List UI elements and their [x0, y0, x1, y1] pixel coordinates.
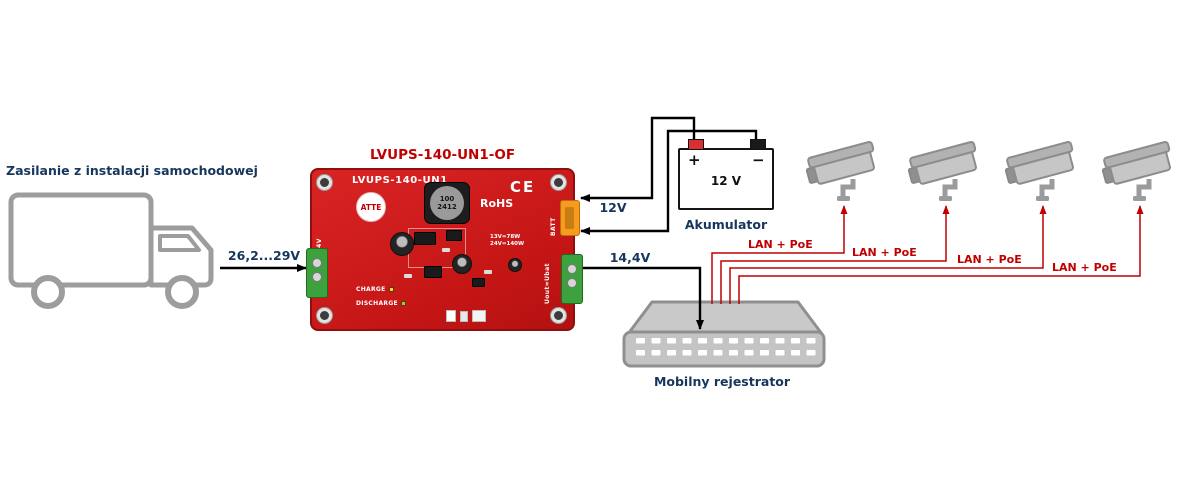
terminal-screw-icon [567, 264, 577, 274]
ic-chip-icon [424, 266, 442, 278]
capacitor-icon [452, 254, 472, 274]
ic-chip-icon [446, 230, 462, 241]
input-voltage-label: 26,2...29V [227, 248, 301, 263]
output-voltage-label: 14,4V [609, 250, 651, 265]
mounting-hole-icon [317, 308, 332, 323]
sticker [460, 311, 468, 322]
camera-icon-3 [1003, 141, 1078, 201]
inductor-component: 100 2412 [424, 182, 470, 224]
pcb-board: LVUPS-140-UN1 CE RoHS ATTE 100 2412 Uin=… [306, 168, 583, 331]
board-title: LVUPS-140-UN1-OF [369, 147, 516, 163]
terminal-screw-icon [567, 278, 577, 288]
power-rating: 13V=78W 24V=140W [490, 234, 525, 247]
lan-wire-4 [738, 205, 1144, 304]
smd-component [442, 248, 450, 252]
sticker [472, 310, 486, 322]
output-terminal-block [561, 254, 583, 304]
battery-line-voltage-label: 12V [599, 200, 627, 215]
output-marking: Uout=Ubat [544, 263, 551, 304]
smd-component [404, 274, 412, 278]
lan-wire-1 [711, 205, 848, 304]
battery-wire-positive [580, 116, 696, 202]
lan-wire-2 [720, 205, 950, 304]
capacitor-icon [508, 258, 522, 272]
battery-plus-sign: + [688, 151, 701, 169]
atte-logo: ATTE [356, 192, 386, 222]
ic-chip-icon [414, 232, 436, 245]
battery-voltage-text: 12 V [710, 174, 742, 188]
ce-mark: CE [510, 178, 536, 196]
battery-caption: Akumulator [684, 217, 768, 232]
output-wire [578, 266, 704, 330]
terminal-screw-icon [312, 258, 322, 268]
camera-icon-4 [1100, 141, 1175, 201]
battery-box: + − 12 V [678, 139, 774, 210]
smd-component [484, 270, 492, 274]
sticker [446, 310, 456, 322]
lan-poe-label-3: LAN + PoE [957, 253, 1022, 266]
mounting-hole-icon [551, 175, 566, 190]
mounting-hole-icon [551, 308, 566, 323]
camera-icon-1 [804, 141, 879, 201]
camera-icon-2 [906, 141, 981, 201]
mounting-hole-icon [317, 175, 332, 190]
source-caption: Zasilanie z instalacji samochodowej [6, 163, 258, 178]
lan-wire-3 [729, 205, 1047, 304]
input-terminal-block [306, 248, 328, 298]
inductor-marking: 100 2412 [430, 186, 464, 220]
rohs-mark: RoHS [480, 197, 514, 210]
lan-poe-label-2: LAN + PoE [852, 246, 917, 259]
ic-chip-icon [472, 278, 485, 287]
charge-indicator: CHARGE [356, 286, 394, 293]
battery-wire-negative [580, 129, 758, 235]
lan-poe-label-4: LAN + PoE [1052, 261, 1117, 274]
charge-led-icon [388, 287, 394, 292]
battery-connector-label: BATT [550, 217, 557, 236]
capacitor-icon [390, 232, 414, 256]
battery-connector [560, 200, 580, 236]
truck-icon [8, 192, 214, 309]
recorder-icon [622, 300, 826, 368]
battery-positive-terminal [688, 139, 704, 150]
terminal-screw-icon [312, 272, 322, 282]
discharge-indicator: DISCHARGE [356, 300, 406, 307]
discharge-led-icon [400, 301, 406, 306]
battery-minus-sign: − [752, 151, 765, 169]
lan-poe-label-1: LAN + PoE [748, 238, 813, 251]
battery-negative-terminal [750, 139, 766, 150]
board-silkscreen-name: LVUPS-140-UN1 [352, 175, 448, 186]
recorder-caption: Mobilny rejestrator [653, 374, 791, 389]
